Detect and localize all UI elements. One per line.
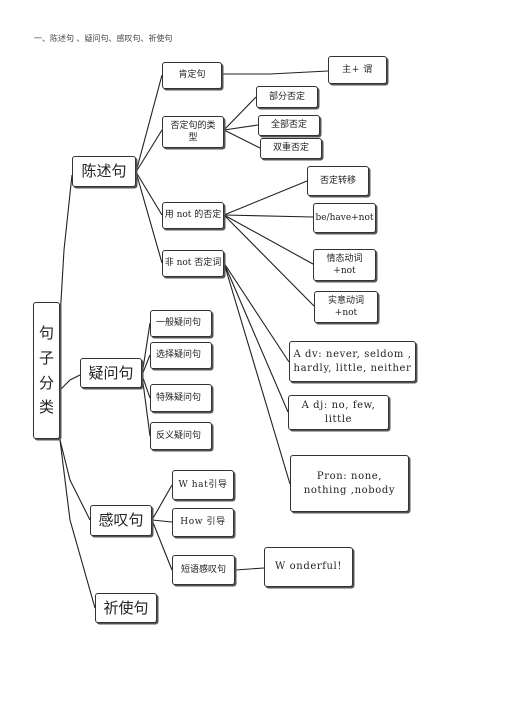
connector-q-general [141, 322, 151, 376]
negative-types-node: 否定句的类 型 [162, 116, 224, 148]
connector-not-behave [223, 214, 314, 218]
negation-transfer-node: 否定转移 [307, 166, 369, 196]
connector-root-interrogative [59, 374, 81, 391]
tag-question-node: 反义疑问句 [150, 422, 212, 450]
not-negation-node: 用 not 的否定 [162, 202, 224, 229]
double-negation-node: 双重否定 [260, 138, 322, 159]
connector-declarative-not [135, 171, 163, 216]
non-not-words-node: 非 not 否定词 [162, 250, 224, 277]
modal-verb-not-node: 情态动词 +not [313, 249, 376, 281]
phrase-exclamation-node: 短语感叹句 [172, 555, 235, 585]
connector-nonnot-pron [223, 262, 291, 485]
connector-affirmative-note [222, 70, 329, 75]
connector-nonnot-adj [223, 262, 289, 413]
connector-ex-phrase [151, 519, 173, 571]
connector-ex-how [151, 519, 173, 523]
declarative-node: 陈述句 [72, 156, 136, 187]
connector-root-imperative [59, 439, 96, 609]
choice-question-node: 选择疑问句 [150, 342, 212, 369]
connector-not-notional [223, 214, 315, 307]
general-question-node: 一般疑问句 [150, 310, 212, 337]
connector-negtype-partial [223, 96, 257, 131]
connector-q-special [141, 374, 151, 399]
notional-verb-not-node: 实意动词 +not [314, 291, 378, 323]
connector-ex-example [234, 567, 265, 571]
partial-negation-node: 部分否定 [256, 86, 318, 108]
connector-not-transfer [223, 180, 308, 216]
root-sentence-classification: 句 子 分 类 [33, 302, 60, 439]
pronoun-negation-node: Pron: none, nothing ,nobody [290, 455, 409, 512]
connector-negtype-total [223, 124, 259, 131]
adverb-negation-node: A dv: never, seldom , hardly, little, ne… [289, 341, 416, 382]
connector-root-exclamatory [59, 439, 91, 521]
adjective-negation-node: A dj: no, few, little [288, 395, 389, 430]
connector-q-choice [141, 354, 151, 376]
connector-nonnot-adv [223, 262, 290, 363]
how-exclamation-node: How 引导 [172, 508, 234, 537]
connector-negtype-double [223, 129, 261, 149]
connector-declarative-non-not [135, 171, 163, 264]
connector-ex-what [151, 484, 173, 521]
affirmative-node: 肯定句 [162, 62, 222, 89]
interrogative-node: 疑问句 [80, 358, 142, 388]
exclamatory-node: 感叹句 [90, 505, 152, 536]
connector-not-modal [223, 214, 314, 265]
imperative-node: 祈使句 [95, 593, 157, 623]
wonderful-example-node: W onderful! [264, 547, 353, 587]
subject-predicate-node: 主+ 谓 [328, 56, 387, 84]
total-negation-node: 全部否定 [258, 115, 320, 136]
what-exclamation-node: W hat引导 [172, 470, 234, 500]
connector-root-declarative [59, 174, 73, 319]
connector-q-tag [141, 374, 151, 437]
be-have-not-node: be/have+not [313, 203, 376, 233]
connector-declarative-negative-types [135, 129, 163, 173]
connector-declarative-affirmative [135, 74, 163, 173]
special-question-node: 特殊疑问句 [150, 384, 212, 412]
page-heading: 一、陈述句 、疑问句、感叹句、祈使句 [34, 34, 173, 43]
